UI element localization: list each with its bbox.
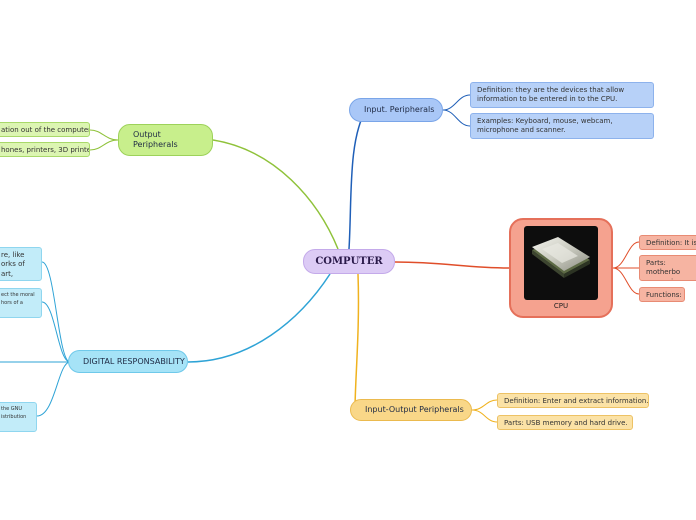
link-io-definition [471,399,498,411]
output-definition-note[interactable]: ation out of the computer. [0,122,90,137]
link-digital-sub3 [36,361,71,417]
input-definition-note[interactable]: Definition: they are the devices that al… [470,82,654,108]
cpu-functions-note[interactable]: Functions: [639,287,685,302]
link-io-parts [471,409,498,423]
link-digital-sub1 [41,261,71,363]
link-cpu-functions [612,267,640,295]
cpu-label: CPU [553,302,569,310]
cpu-definition-note[interactable]: Definition: It is [639,235,696,250]
link-digital-responsability [187,273,331,363]
link-digital-sub2 [41,301,71,363]
link-io-peripherals [354,273,360,411]
digital-sub2-note[interactable]: ect the moral hors of a [0,288,42,318]
link-input-peripherals [348,109,367,250]
central-topic[interactable]: COMPUTER [303,249,395,274]
link-input-definition [442,94,471,111]
output-peripherals-topic[interactable]: Output Peripherals [118,124,213,156]
cpu-topic[interactable]: CPU [509,218,613,318]
link-input-examples [442,109,471,127]
link-output-definition [89,129,119,141]
cpu-parts-note[interactable]: Parts: motherbo expansion card [639,255,696,281]
io-parts-note[interactable]: Parts: USB memory and hard drive. [497,415,633,430]
cpu-chip-icon [532,237,590,278]
io-peripherals-topic[interactable]: Input-Output Peripherals [350,399,472,421]
link-output-examples [89,139,119,151]
input-examples-note[interactable]: Examples: Keyboard, mouse, webcam, micro… [470,113,654,139]
cpu-chip-image [524,226,598,300]
io-definition-note[interactable]: Definition: Enter and extract informatio… [497,393,649,408]
link-output-peripherals [212,139,339,250]
link-cpu-definition [612,241,640,269]
digital-responsability-topic[interactable]: DIGITAL RESPONSABILITY [68,350,188,373]
link-cpu [394,261,511,269]
digital-sub1-note[interactable]: re, like orks of art, [0,247,42,281]
input-peripherals-topic[interactable]: Input. Peripherals [349,98,443,122]
output-examples-note[interactable]: hones, printers, 3D printer. [0,142,90,157]
digital-sub3-note[interactable]: the GNU istribution [0,402,37,432]
